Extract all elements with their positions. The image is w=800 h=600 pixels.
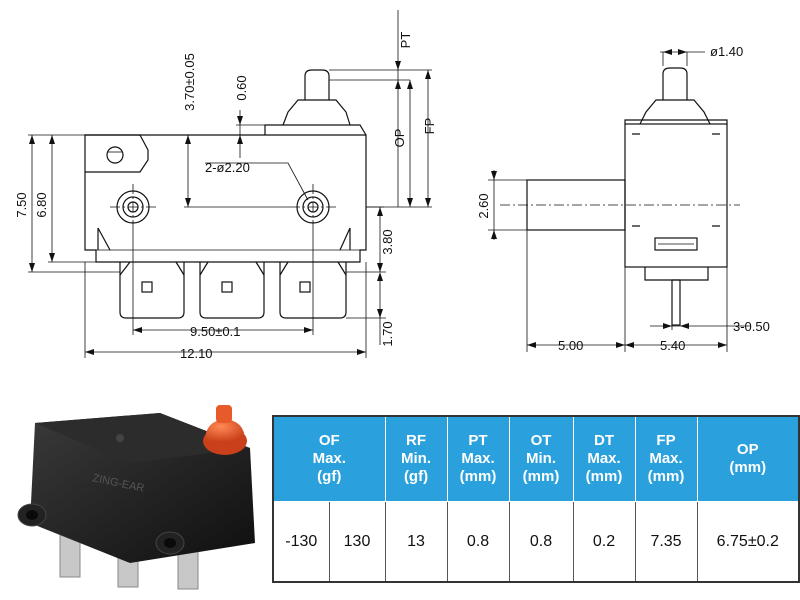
header-ot: OT Min. (mm) (508, 415, 574, 502)
mounting-hole-right (290, 184, 336, 230)
dim-170-label: 1.70 (380, 321, 395, 346)
side-view: ø1.40 2.60 5.00 5.40 3-0.50 (476, 44, 770, 353)
mounting-hole-left (110, 184, 156, 230)
dim-680-label: 6.80 (34, 192, 49, 217)
dim-pt-label: PT (398, 32, 413, 49)
side-slot (654, 237, 698, 251)
dim-dia140-label: ø1.40 (710, 44, 743, 59)
spec-value-row: -130 130 13 0.8 0.8 0.2 7.35 6.75±0.2 (272, 501, 800, 583)
body-notch (85, 134, 149, 173)
switch-body-outline (84, 134, 367, 263)
value-ot: 0.8 (508, 501, 574, 583)
terminals-front (119, 261, 347, 319)
header-op: OP (mm) (696, 415, 800, 502)
value-pt: 0.8 (446, 501, 510, 583)
plunger-boot (282, 99, 351, 126)
dim-370-label: 3.70±0.05 (182, 53, 197, 111)
side-terminal (671, 279, 681, 326)
dimension-lines-side (488, 49, 750, 352)
dim-750-label: 7.50 (14, 192, 29, 217)
dim-380-label: 3.80 (380, 229, 395, 254)
header-rf: RF Min. (gf) (384, 415, 448, 502)
product-photo: ZING-EAR (17, 405, 255, 590)
body-corner-detail (97, 227, 351, 251)
side-base (644, 267, 709, 281)
small-hole (106, 146, 124, 164)
spec-header-row: OF Max. (gf) RF Min. (gf) PT Max. (mm) O… (272, 415, 800, 502)
dim-1210-label: 12.10 (180, 346, 213, 361)
value-fp: 7.35 (634, 501, 698, 583)
dim-950-label: 9.50±0.1 (190, 324, 241, 339)
side-plunger (662, 67, 688, 100)
front-view: PT 3.70±0.05 0.60 OP FP 2-ø2.20 7.50 6.8… (14, 10, 437, 361)
value-op: 6.75±0.2 (696, 501, 800, 583)
value-of-1: -130 (272, 501, 330, 583)
photo-plunger (216, 405, 232, 423)
dim-fp-label: FP (422, 118, 437, 135)
header-pt: PT Max. (mm) (446, 415, 510, 502)
value-of-2: 130 (328, 501, 386, 583)
header-fp: FP Max. (mm) (634, 415, 698, 502)
dim-260-label: 2.60 (476, 193, 491, 218)
header-dt: DT Max. (mm) (572, 415, 636, 502)
top-step (264, 124, 367, 136)
dim-540-label: 5.40 (660, 338, 685, 353)
photo-plunger-boot (205, 419, 245, 441)
plunger-front (304, 69, 330, 100)
dim-holes-label: 2-ø2.20 (205, 160, 250, 175)
value-dt: 0.2 (572, 501, 636, 583)
dimension-lines-front (28, 10, 432, 358)
spec-table: OF Max. (gf) RF Min. (gf) PT Max. (mm) O… (272, 415, 800, 583)
dim-3050-label: 3-0.50 (733, 319, 770, 334)
dim-500-label: 5.00 (558, 338, 583, 353)
side-plunger-boot (639, 99, 711, 125)
side-body (624, 123, 728, 268)
photo-terminal-3 (177, 548, 199, 590)
dim-op-label: OP (392, 129, 407, 148)
dim-060-label: 0.60 (234, 75, 249, 100)
header-of: OF Max. (gf) (272, 415, 386, 502)
value-rf: 13 (384, 501, 448, 583)
